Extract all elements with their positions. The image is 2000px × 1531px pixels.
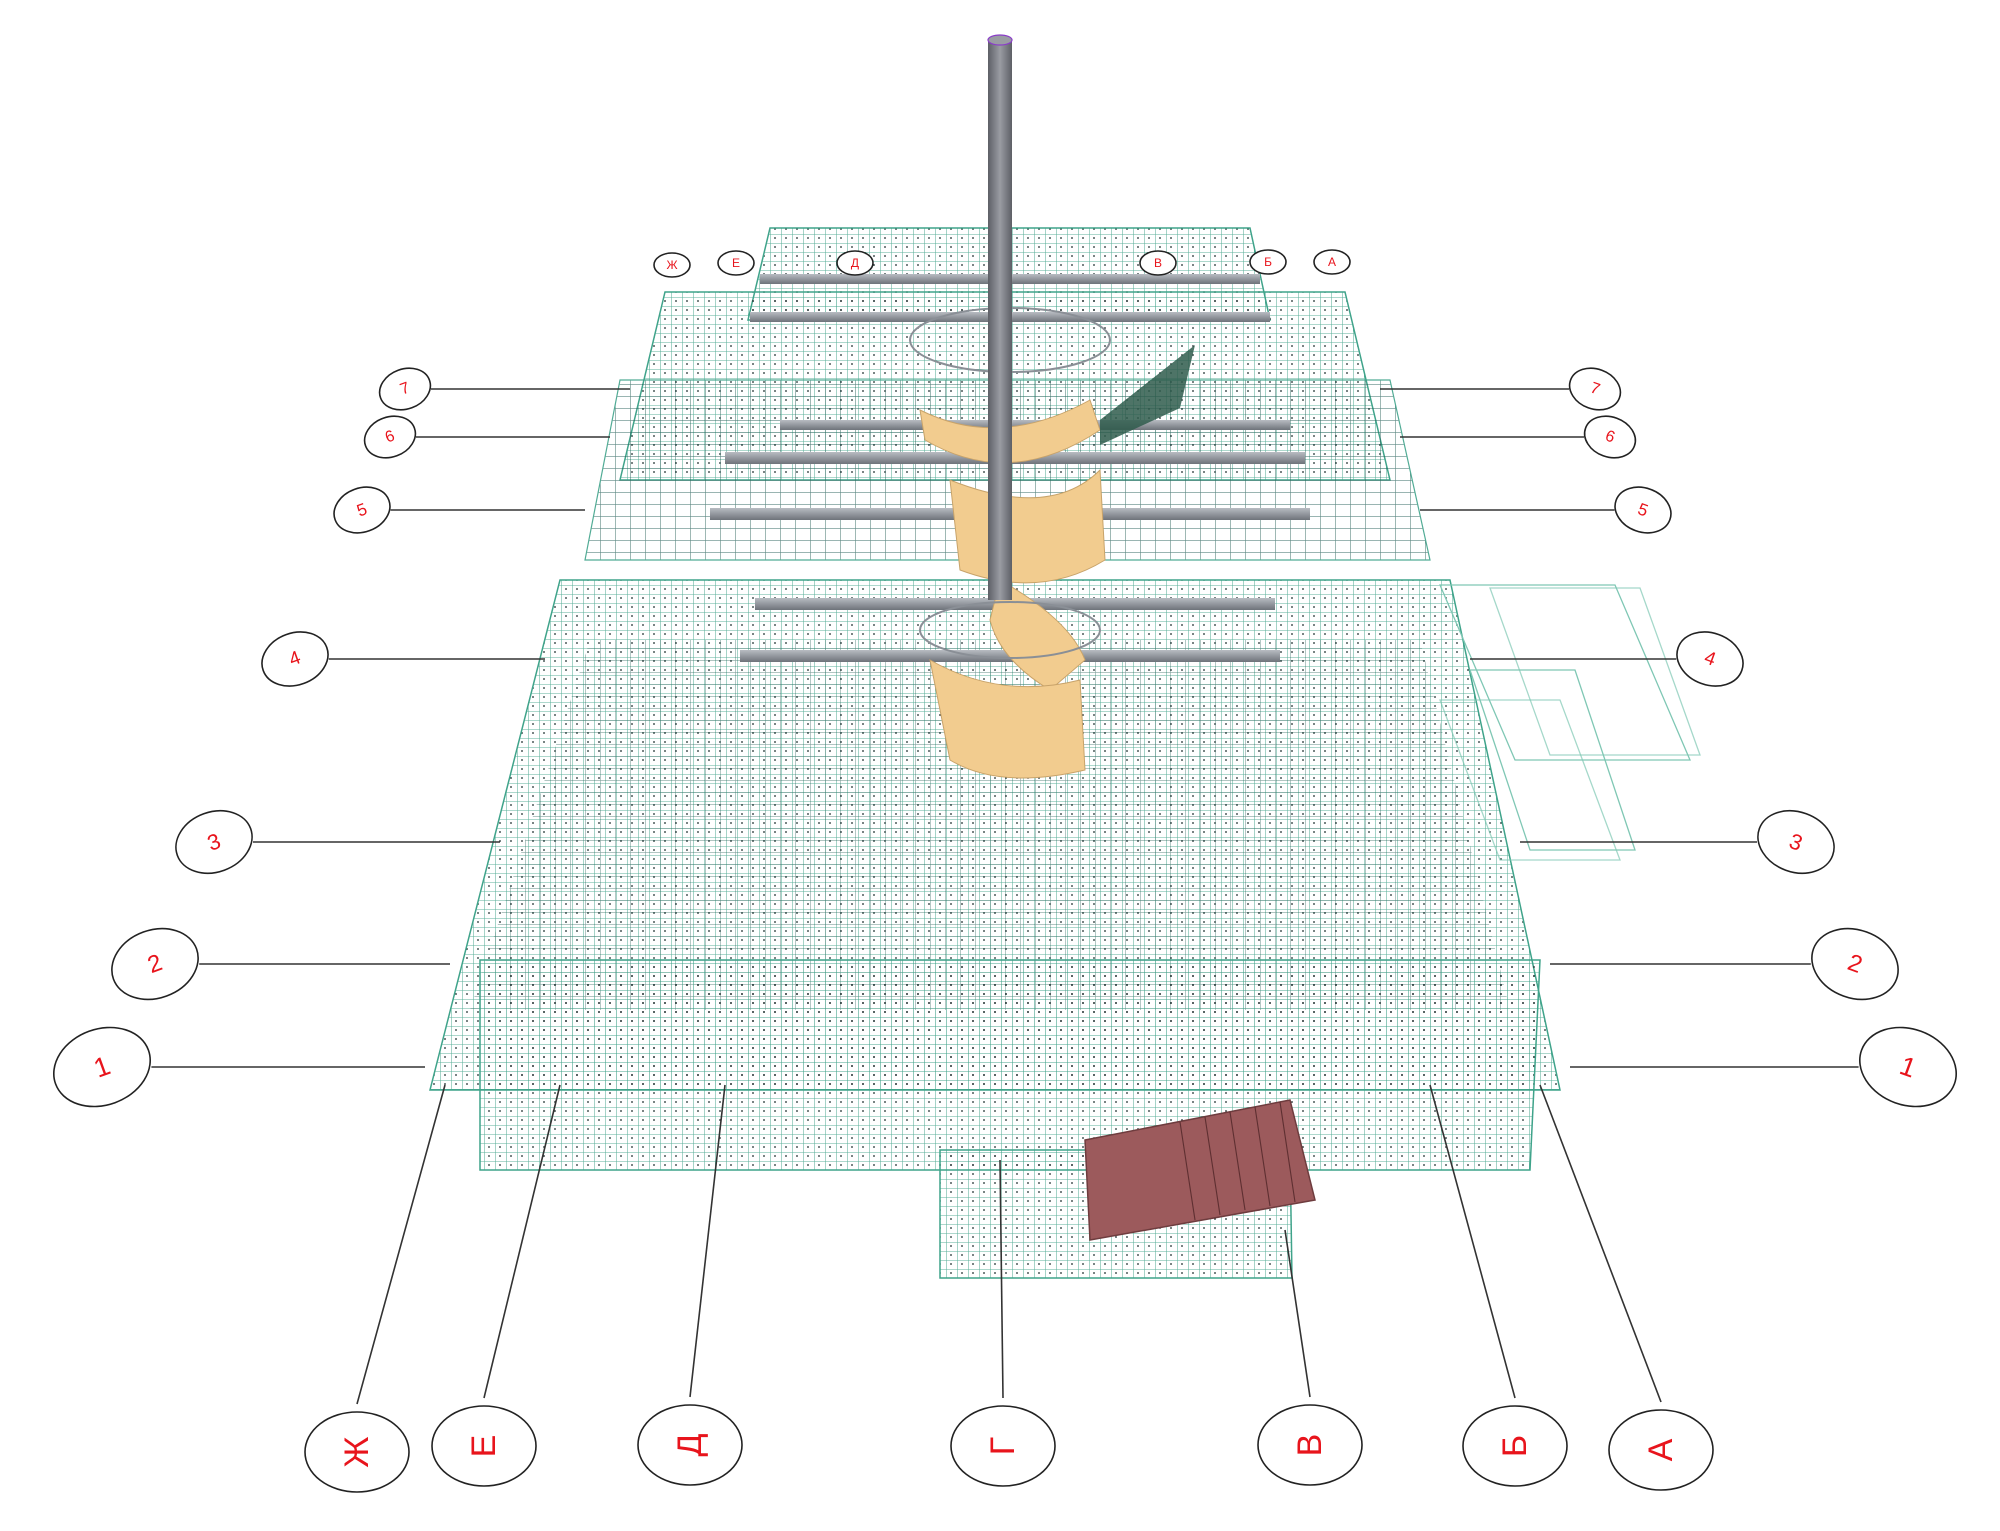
central-column	[987, 34, 1013, 600]
axis-bubble-top-d: Д	[836, 250, 874, 276]
axis-bubble-bottom-d: Д	[637, 1404, 743, 1486]
axis-bubble-bottom-v-label: В	[1291, 1434, 1329, 1457]
axis-bubble-right-6: 6	[1583, 415, 1637, 459]
column-shaft	[988, 40, 1012, 600]
axis-bubble-left-5-ring	[333, 486, 391, 534]
axis-bubble-right-3-ring	[1757, 810, 1835, 874]
axis-bubble-bottom-a-label: А	[1642, 1438, 1680, 1461]
axis-bubble-left-2-ring	[111, 927, 199, 1001]
axis-line-d	[689, 1084, 726, 1398]
axis-bubble-bottom-b-ring	[1462, 1405, 1568, 1487]
axis-bubble-top-zh-label: Ж	[666, 258, 677, 272]
axis-bubble-left-2: 2	[111, 927, 199, 1001]
axis-bubble-bottom-a: А	[1608, 1409, 1714, 1491]
axis-bubble-bottom-d-label: Д	[671, 1433, 709, 1456]
axis-bubble-right-7-ring	[1568, 367, 1622, 411]
stone-stair-body	[1084, 1099, 1316, 1241]
stone-stair	[1084, 1099, 1316, 1241]
axis-bubble-left-4: 4	[261, 631, 329, 687]
axis-line-v	[1284, 1229, 1311, 1398]
axis-bubble-top-a-ring	[1313, 249, 1351, 275]
axis-bubble-left-3: 3	[175, 810, 253, 874]
axis-lines	[151, 388, 1859, 1405]
axis-bubble-right-2-ring	[1811, 927, 1899, 1001]
axis-bubble-right-1: 1	[1858, 1026, 1958, 1108]
axis-bubble-bottom-d-ring	[637, 1404, 743, 1486]
axis-bubble-left-1-ring	[52, 1026, 152, 1108]
axis-line-zh	[356, 1084, 446, 1405]
stair-ramp	[1100, 345, 1195, 445]
axis-bubble-right-6-ring	[1583, 415, 1637, 459]
axis-bubble-bottom-e: Е	[431, 1405, 537, 1487]
axis-bubble-bottom-b-label: Б	[1496, 1435, 1534, 1457]
axis-bubble-right-2: 2	[1811, 927, 1899, 1001]
axis-bubble-bottom-e-label: Е	[465, 1435, 503, 1458]
axis-bubble-top-zh: Ж	[653, 252, 691, 278]
axis-bubble-right-4: 4	[1676, 631, 1744, 687]
axis-bubble-bottom-g-label: Г	[984, 1437, 1022, 1455]
slab-base	[479, 959, 1541, 1171]
axis-bubble-bottom-v-ring	[1257, 1404, 1363, 1486]
axis-bubble-top-v: В	[1139, 250, 1177, 276]
axis-bubble-bottom-g: Г	[950, 1405, 1056, 1487]
axis-bubble-top-d-label: Д	[851, 256, 859, 270]
axis-bubble-right-5: 5	[1614, 486, 1672, 534]
stair-treads	[929, 659, 1086, 779]
stair-ring	[919, 601, 1101, 659]
axis-bubble-bottom-v: В	[1257, 1404, 1363, 1486]
axis-bubble-bottom-zh: Ж	[304, 1411, 410, 1493]
axis-line-g	[999, 1159, 1004, 1399]
axis-bubble-top-e-ring	[717, 250, 755, 276]
axis-bubble-top-v-label: В	[1154, 256, 1162, 270]
axis-bubble-top-e: Е	[717, 250, 755, 276]
axis-bubble-bottom-zh-label: Ж	[338, 1436, 376, 1467]
axis-bubble-bottom-g-ring	[950, 1405, 1056, 1487]
column-top	[987, 34, 1013, 46]
axis-bubble-top-d-ring	[836, 250, 874, 276]
axis-bubble-left-3-ring	[175, 810, 253, 874]
axis-bubble-right-3: 3	[1757, 810, 1835, 874]
axis-bubble-bottom-e-ring	[431, 1405, 537, 1487]
axis-bubble-bottom-zh-ring	[304, 1411, 410, 1493]
axis-bubble-right-5-ring	[1614, 486, 1672, 534]
axis-bubble-top-v-ring	[1139, 250, 1177, 276]
axis-bubble-top-b: Б	[1249, 249, 1287, 275]
axis-bubble-top-a-label: А	[1328, 255, 1336, 269]
stair-treads	[989, 579, 1086, 691]
axis-bubble-top-b-ring	[1249, 249, 1287, 275]
axis-bubble-top-zh-ring	[653, 252, 691, 278]
axis-bubble-right-1-ring	[1858, 1026, 1958, 1108]
axis-line-a	[1539, 1084, 1662, 1403]
axis-bubble-right-4-ring	[1676, 631, 1744, 687]
axis-line-e	[483, 1084, 561, 1399]
axis-bubble-left-5: 5	[333, 486, 391, 534]
axis-bubble-right-7: 7	[1568, 367, 1622, 411]
right-outline-boxes	[1439, 584, 1701, 861]
axis-line-b	[1429, 1084, 1516, 1399]
axis-bubble-left-4-ring	[261, 631, 329, 687]
axis-bubble-top-b-label: Б	[1264, 255, 1272, 269]
axis-bubble-left-6-ring	[363, 415, 417, 459]
axis-bubble-left-7: 7	[378, 367, 432, 411]
axis-bubble-bottom-b: Б	[1462, 1405, 1568, 1487]
axis-bubble-left-7-ring	[378, 367, 432, 411]
axis-bubble-top-e-label: Е	[732, 256, 740, 270]
axis-bubble-top-a: А	[1313, 249, 1351, 275]
axis-bubble-left-1: 1	[52, 1026, 152, 1108]
axis-bubble-left-6: 6	[363, 415, 417, 459]
slab-lower-overlay	[470, 640, 1510, 1010]
axis-bubble-bottom-a-ring	[1608, 1409, 1714, 1491]
